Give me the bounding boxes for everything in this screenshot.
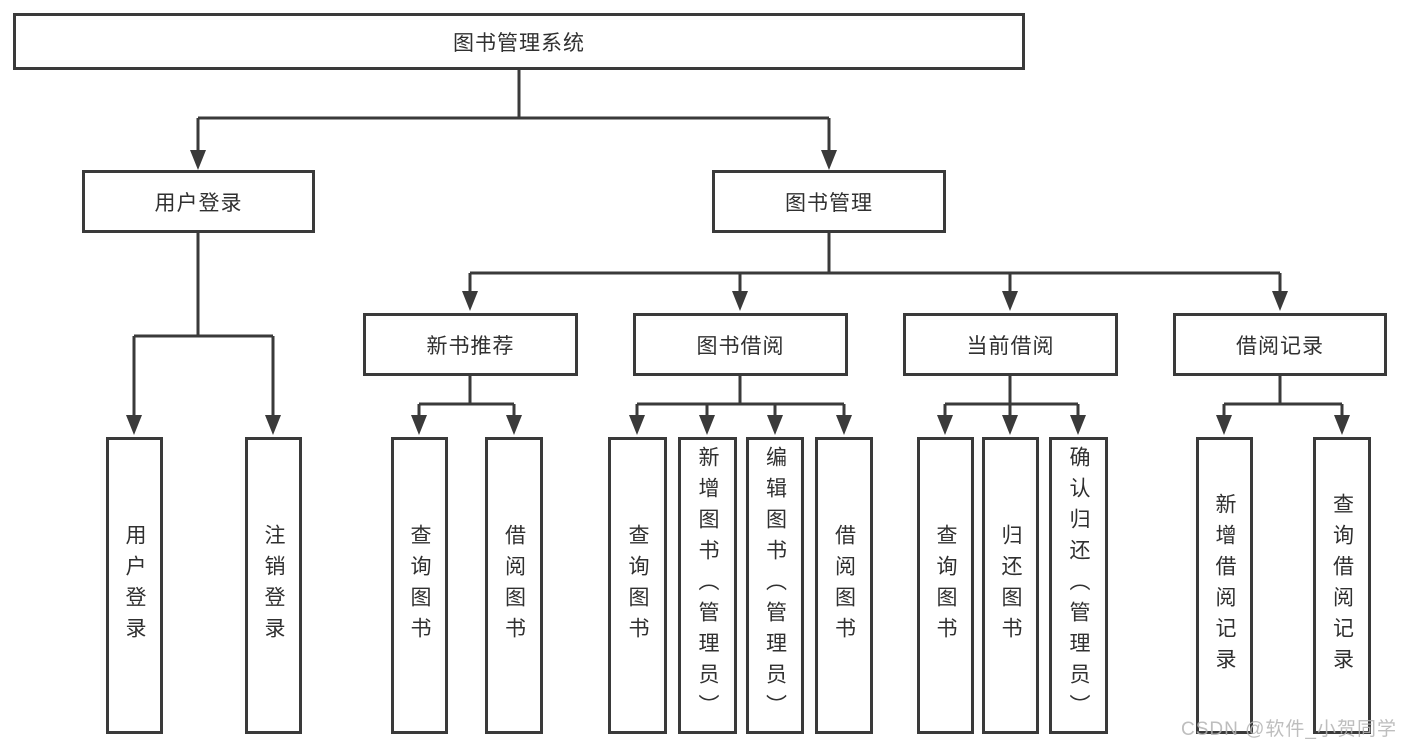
leaf-br-query-record-label: 查询借阅记录: [1330, 492, 1354, 679]
node-user-login-label: 用户登录: [154, 191, 243, 215]
leaf-cb-confirm-return-admin-label: 确认归还（管理员）: [1067, 446, 1090, 725]
leaf-user-login: 用户登录: [106, 437, 163, 734]
leaf-logout: 注销登录: [245, 437, 302, 734]
node-user-login: 用户登录: [82, 170, 315, 233]
leaf-cb-return-books: 归还图书: [982, 437, 1039, 734]
leaf-cb-query-books: 查询图书: [917, 437, 974, 734]
node-root-label: 图书管理系统: [453, 31, 585, 55]
node-borrow-records: 借阅记录: [1173, 313, 1387, 376]
csdn-watermark: CSDN @软件_小贺同学: [1181, 719, 1397, 740]
leaf-br-query-record: 查询借阅记录: [1313, 437, 1371, 734]
leaf-bb-borrow-books-label: 借阅图书: [832, 523, 856, 648]
arrowheads: [126, 150, 1350, 435]
leaf-nb-query-books-label: 查询图书: [408, 523, 431, 648]
leaf-nb-query-books: 查询图书: [391, 437, 448, 734]
node-current-borrowing: 当前借阅: [903, 313, 1118, 376]
leaf-nb-borrow-books: 借阅图书: [485, 437, 543, 734]
leaf-br-add-record-label: 新增借阅记录: [1213, 492, 1236, 679]
leaf-bb-add-books-admin: 新增图书（管理员）: [678, 437, 737, 734]
node-borrow-records-label: 借阅记录: [1236, 334, 1324, 358]
node-book-borrowing: 图书借阅: [633, 313, 848, 376]
node-new-book-recommend-label: 新书推荐: [426, 334, 515, 358]
node-book-management-label: 图书管理: [785, 191, 873, 215]
leaf-bb-edit-books-admin-label: 编辑图书（管理员）: [763, 446, 787, 725]
leaf-bb-edit-books-admin: 编辑图书（管理员）: [746, 437, 804, 734]
leaf-br-add-record: 新增借阅记录: [1196, 437, 1253, 734]
leaf-bb-query-books-label: 查询图书: [626, 523, 649, 648]
leaf-nb-borrow-books-label: 借阅图书: [502, 523, 526, 648]
leaf-cb-confirm-return-admin: 确认归还（管理员）: [1049, 437, 1108, 734]
node-new-book-recommend: 新书推荐: [363, 313, 578, 376]
node-book-management: 图书管理: [712, 170, 946, 233]
node-root: 图书管理系统: [13, 13, 1025, 70]
leaf-cb-query-books-label: 查询图书: [934, 523, 957, 648]
leaf-cb-return-books-label: 归还图书: [999, 523, 1022, 648]
leaf-logout-label: 注销登录: [262, 523, 285, 648]
node-current-borrowing-label: 当前借阅: [966, 334, 1055, 358]
leaf-bb-query-books: 查询图书: [608, 437, 667, 734]
leaf-bb-borrow-books: 借阅图书: [815, 437, 873, 734]
leaf-bb-add-books-admin-label: 新增图书（管理员）: [696, 446, 719, 725]
node-book-borrowing-label: 图书借阅: [696, 334, 785, 358]
leaf-user-login-label: 用户登录: [123, 523, 146, 648]
